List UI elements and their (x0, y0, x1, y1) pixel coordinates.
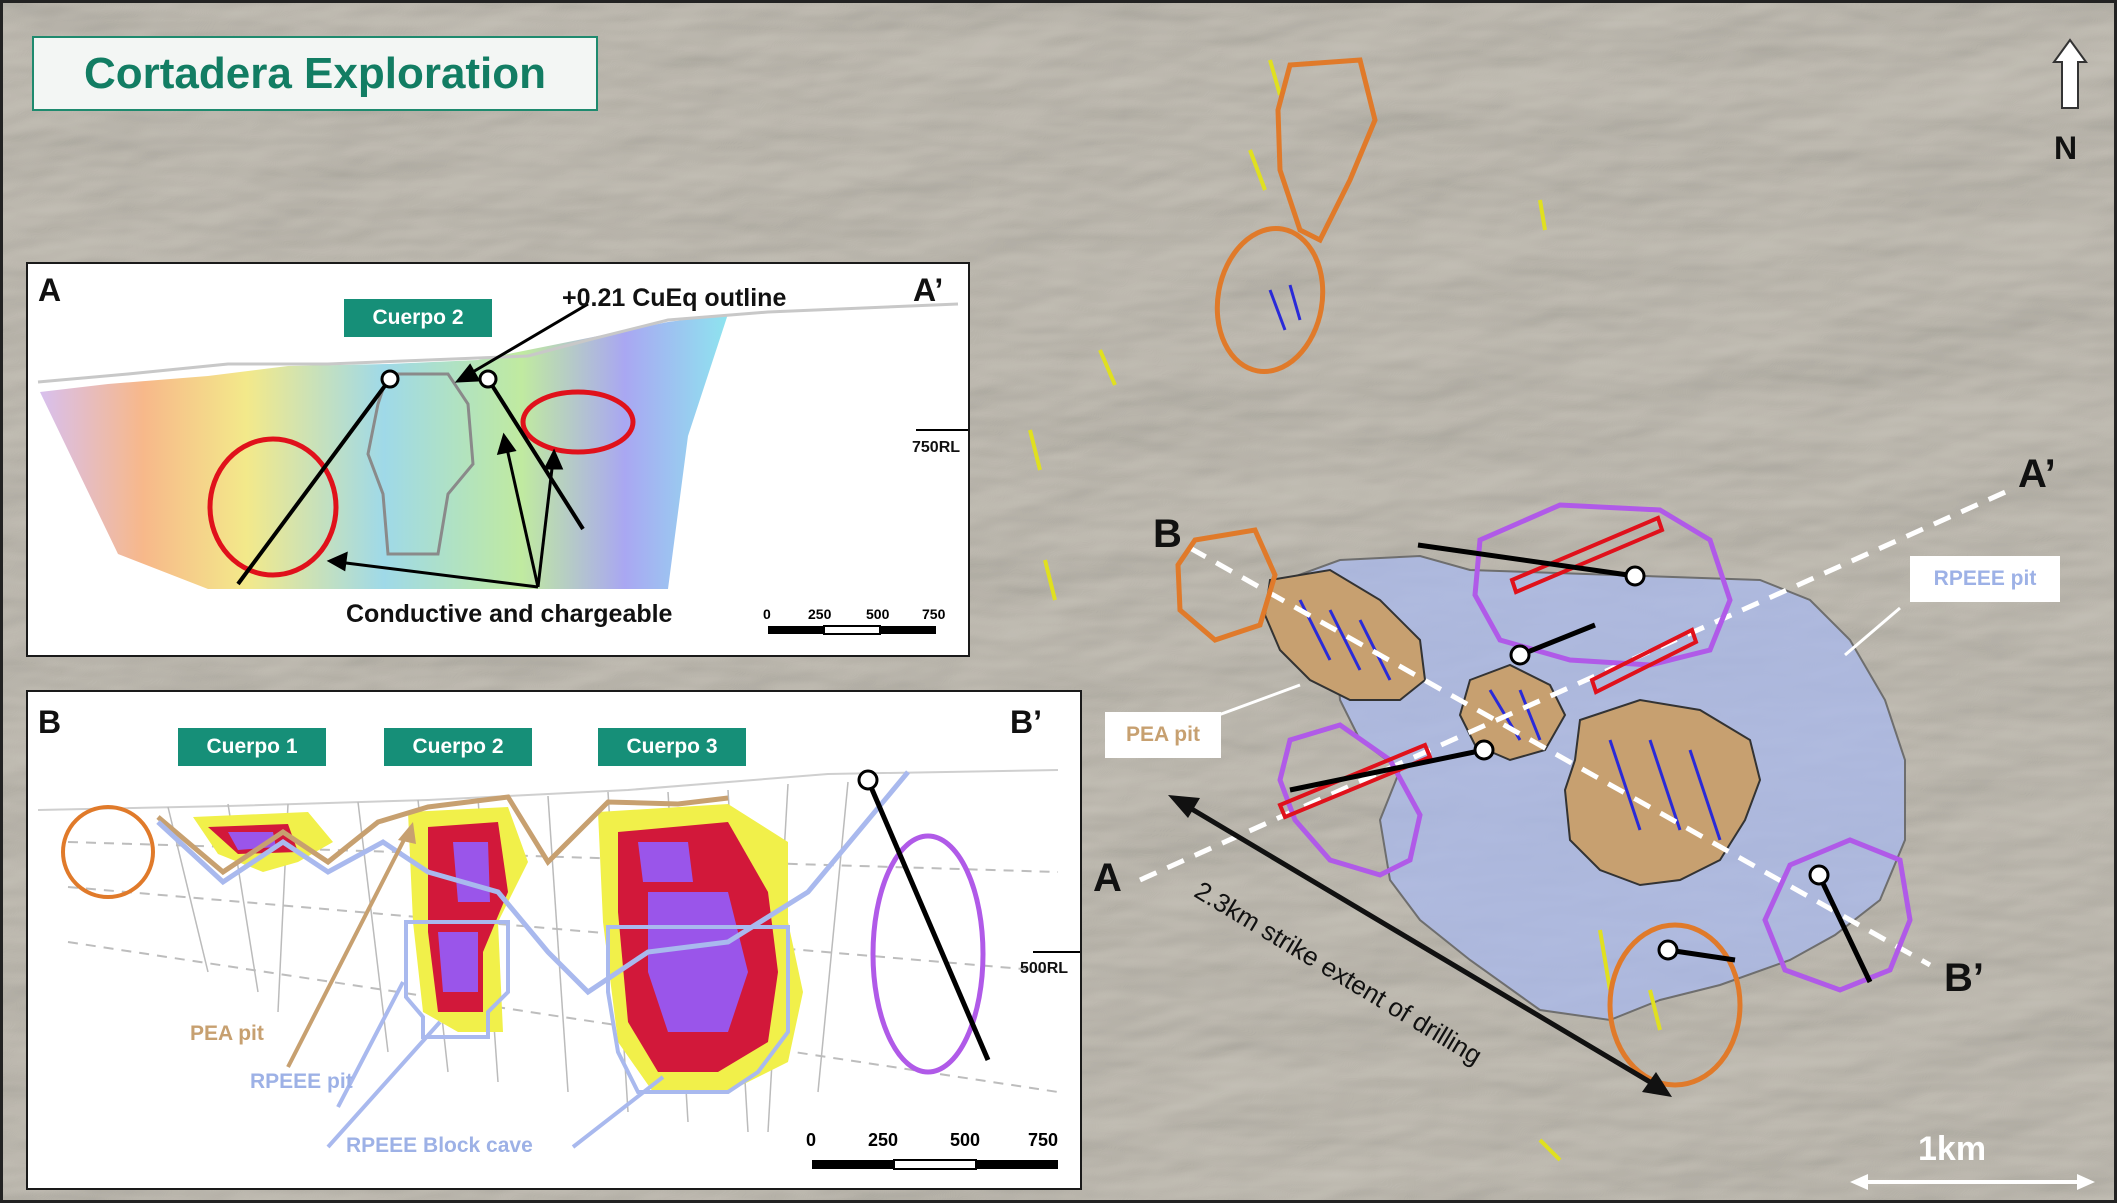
section-a-outline-label: +0.21 CuEq outline (562, 284, 787, 312)
section-a-tick-250: 250 (808, 606, 832, 622)
mineralisation-traces (1028, 59, 1662, 1162)
section-a-start-label: A (38, 272, 62, 308)
planned-holes (1289, 542, 1873, 984)
section-a-tick-500: 500 (866, 606, 890, 622)
section-b-graphic (37, 769, 1080, 1170)
hole-collars (1473, 565, 1830, 961)
section-b-orebody-3 (598, 804, 803, 1092)
ip-resistivity-section (40, 314, 728, 589)
section-b-rl-label: 500RL (1020, 960, 1069, 977)
north-arrow-icon (2052, 38, 2088, 109)
rpeee-callout-line (1844, 606, 1901, 657)
section-b-tick-250: 250 (868, 1130, 899, 1150)
section-b-purple-target (870, 833, 986, 1075)
pea-pit-east (1563, 698, 1762, 887)
section-a-panel: A A’ Cuerpo 2 +0.21 CuEq outline Conduct… (26, 262, 970, 657)
section-b-tick-0: 0 (806, 1130, 817, 1150)
section-a-holes (236, 377, 585, 586)
anomaly-ellipse-left (207, 436, 339, 578)
title-box: Cortadera Exploration (32, 36, 598, 111)
section-a-rl-label: 750RL (912, 439, 961, 456)
section-a-scale-bar (768, 625, 936, 635)
page-title: Cortadera Exploration (83, 48, 547, 98)
map-label-a: A (1093, 856, 1122, 900)
section-a-anomaly-label: Conductive and chargeable (346, 600, 673, 628)
section-b-rpeee-pit-label: RPEEE pit (250, 1070, 353, 1093)
section-a-tick-0: 0 (763, 606, 771, 622)
rpeee-pit-callout: RPEEE pit (1910, 556, 2060, 602)
cueq-outline-a (366, 372, 475, 556)
map-label-b: B (1153, 512, 1182, 556)
section-b-cuerpo-1: Cuerpo 1 (178, 728, 326, 766)
section-a-tick-750: 750 (922, 606, 946, 622)
section-b-block-cave-3 (606, 925, 790, 1094)
strike-extent-arrow (1168, 795, 1672, 1097)
section-a-pointers (326, 302, 589, 589)
section-b-block-cave-label: RPEEE Block cave (346, 1134, 533, 1157)
section-b-planned-hole (865, 779, 991, 1061)
section-b-pea-pit-line (156, 794, 729, 876)
section-b-end-label: B’ (1010, 704, 1042, 740)
map-label-b-prime: B’ (1944, 956, 1984, 1000)
section-b-pea-pit-label: PEA pit (190, 1022, 264, 1045)
scale-bar-arrow (1850, 1174, 2095, 1190)
section-b-orange-target (61, 805, 155, 899)
section-b-cuerpo-3: Cuerpo 3 (598, 728, 746, 766)
orange-targets (1175, 57, 1743, 1088)
topography-line (37, 302, 959, 384)
planned-target-bars (1277, 515, 1699, 820)
section-a-end-label: A’ (913, 272, 944, 308)
section-b-hole-collar (857, 769, 879, 791)
section-b-panel: B B’ Cuerpo 1 Cuerpo 2 Cuerpo 3 PEA pit … (26, 690, 1082, 1190)
section-b-tick-750: 750 (1028, 1130, 1059, 1150)
anomaly-ellipse-right (520, 389, 636, 455)
section-a-cuerpo-2: Cuerpo 2 (344, 299, 492, 337)
section-b-scale-bar (812, 1159, 1058, 1170)
scale-bar-label: 1km (1918, 1130, 1987, 1168)
section-b-tick-500: 500 (950, 1130, 981, 1150)
section-a-collars (380, 369, 498, 389)
section-a-graphic (37, 302, 968, 635)
map-label-a-prime: A’ (2018, 452, 2056, 496)
section-b-orebody-2 (408, 807, 528, 1032)
section-b-block-cave-2 (404, 920, 510, 1039)
section-b-cuerpo-2: Cuerpo 2 (384, 728, 532, 766)
section-b-start-label: B (38, 704, 62, 740)
pea-pit-callout: PEA pit (1105, 712, 1221, 758)
section-line-bb (1188, 545, 1932, 968)
north-label: N (2054, 130, 2078, 166)
section-b-rpeee-pit-line (156, 770, 910, 996)
